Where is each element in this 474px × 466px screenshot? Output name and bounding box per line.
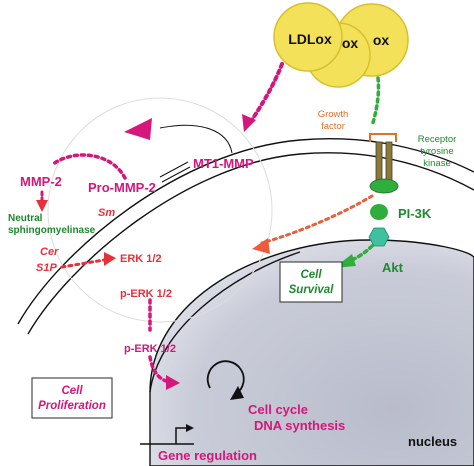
- sm-label: Sm: [98, 207, 115, 219]
- s1p-to-erk-arrow: [60, 258, 106, 269]
- gene-promoter-arrow: [175, 427, 188, 444]
- erk-label: ERK 1/2: [120, 253, 162, 265]
- cell-survival-label-line2: Survival: [289, 284, 335, 296]
- cell-prolif-label-line1: Cell: [61, 385, 83, 397]
- cell-cycle-arrowhead: [230, 386, 244, 400]
- cer-label: Cer: [40, 246, 59, 258]
- gene-regulation-label: Gene regulation: [158, 448, 257, 463]
- cell-survival-label-line1: Cell: [300, 269, 322, 281]
- cell-cycle-circular-arrow: [206, 360, 245, 395]
- nucleus-label: nucleus: [408, 434, 457, 449]
- cell-cycle-label: Cell cycle: [248, 402, 308, 417]
- neutral-smase-label-line2: sphingomyelinase: [8, 225, 96, 236]
- ldl-to-mt1mmp-arrow: [250, 62, 284, 122]
- mt1-mmp-label: MT1-MMP: [193, 156, 254, 171]
- mt1mmp-link-line1: [159, 161, 189, 178]
- ox-label-2: ox: [373, 32, 390, 48]
- mt1mmp-feedback-arc: [159, 124, 233, 154]
- receptor-to-erk-arrowhead: [252, 238, 270, 254]
- lipid-raft-circle: [47, 97, 273, 323]
- mmp2-down-arrowhead: [36, 200, 48, 212]
- perk-to-nucleus-arrow: [148, 355, 168, 383]
- ox-label-1: ox: [342, 35, 359, 51]
- receptor-to-erk-arrow: [260, 194, 374, 245]
- perk-to-nucleus-arrowhead: [166, 375, 180, 390]
- receptor-label-line1: Receptor: [418, 134, 457, 145]
- mmp2-label: MMP-2: [20, 174, 62, 189]
- neutral-smase-label-line1: Neutral: [8, 213, 43, 224]
- pro-mmp2-label: Pro-MMP-2: [88, 180, 156, 195]
- ldl-main-circle: [273, 2, 343, 72]
- mt1mmp-link-line2: [161, 166, 191, 183]
- nucleus-left-edge: [149, 251, 301, 393]
- mt1mmp-feedback-arrowhead: [124, 118, 152, 140]
- cell-membrane-outer: [17, 138, 474, 325]
- perk-label-2: p-ERK 1/2: [124, 343, 176, 355]
- receptor-label-line2: tyrosine: [420, 146, 453, 157]
- akt-shape: [368, 227, 390, 247]
- dna-synthesis-label: DNA synthesis: [254, 418, 345, 433]
- receptor-label-line3: kinase: [423, 158, 450, 169]
- cell-survival-box: [279, 261, 343, 303]
- perk-label-1: p-ERK 1/2: [120, 288, 172, 300]
- akt-label: Akt: [382, 260, 404, 275]
- s1p-label: S1P: [36, 262, 57, 274]
- receptor-bracket: [369, 133, 397, 142]
- cell-membrane-inner: [27, 152, 474, 335]
- ldl-to-mt1mmp-arrowhead: [242, 114, 256, 132]
- cell-proliferation-box: [31, 377, 113, 419]
- s1p-to-erk-arrowhead: [104, 252, 116, 266]
- cell-prolif-label-line2: Proliferation: [38, 400, 106, 412]
- pi3k-shape: [370, 204, 388, 220]
- ldlox-label: LDLox: [288, 31, 332, 47]
- growth-factor-label-line1: Growth: [318, 109, 349, 120]
- receptor-kinase-domain: [369, 178, 399, 194]
- gene-promoter-arrowhead: [186, 424, 194, 432]
- ldl-to-receptor-arrow: [370, 76, 381, 128]
- pro-to-mmp2-arc: [50, 153, 127, 180]
- growth-factor-label-line2: factor: [321, 121, 345, 132]
- pi3k-label: PI-3K: [398, 206, 432, 221]
